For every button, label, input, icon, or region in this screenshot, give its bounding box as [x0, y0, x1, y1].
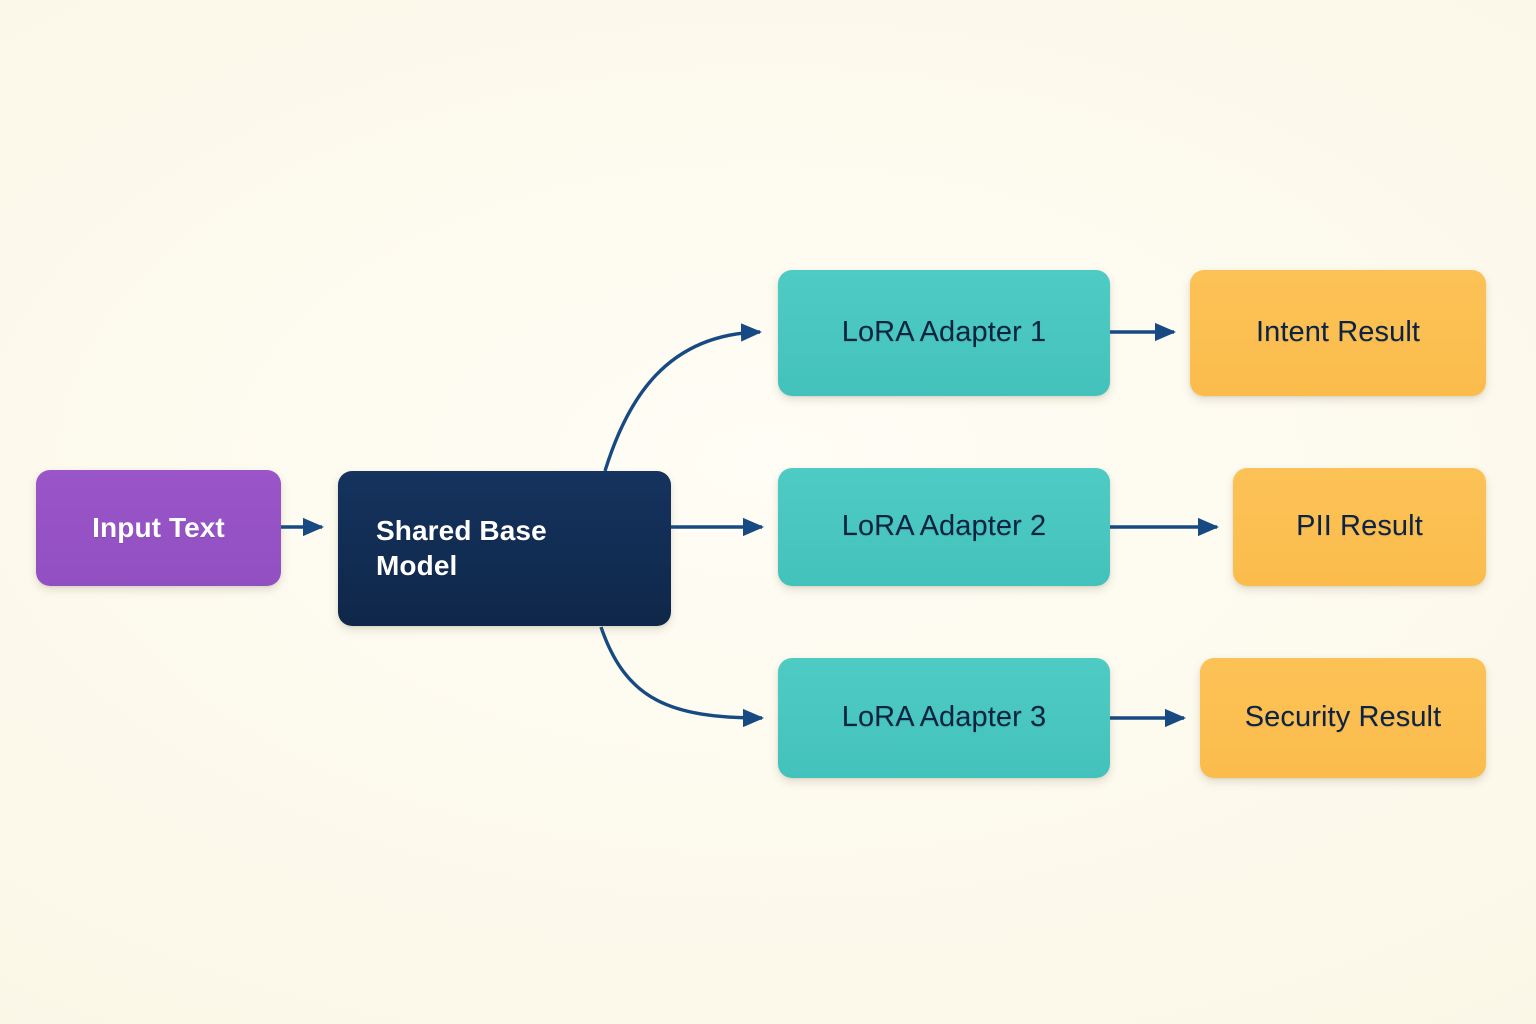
node-intent-result[interactable]: Intent Result [1190, 270, 1486, 396]
node-lora-adapter-3-label: LoRA Adapter 3 [841, 701, 1047, 734]
node-security-result-label: Security Result [1244, 701, 1442, 734]
node-lora-adapter-2-label: LoRA Adapter 2 [841, 510, 1047, 543]
node-pii-result[interactable]: PII Result [1233, 468, 1486, 586]
edge-base-to-adapter-3 [599, 626, 765, 728]
node-intent-result-label: Intent Result [1255, 316, 1421, 349]
node-lora-adapter-1-label: LoRA Adapter 1 [841, 316, 1047, 349]
node-lora-adapter-3[interactable]: LoRA Adapter 3 [778, 658, 1110, 778]
node-pii-result-label: PII Result [1296, 510, 1423, 543]
node-base-line-1: Shared Base [376, 515, 547, 547]
node-lora-adapter-2[interactable]: LoRA Adapter 2 [778, 468, 1110, 586]
node-input-text[interactable]: Input Text [36, 470, 281, 586]
edge-base-to-adapter-1 [603, 323, 763, 472]
node-base-line-2: Model [376, 549, 458, 581]
node-lora-adapter-1[interactable]: LoRA Adapter 1 [778, 270, 1110, 396]
node-input-text-label: Input Text [92, 511, 225, 543]
node-security-result[interactable]: Security Result [1200, 658, 1486, 778]
